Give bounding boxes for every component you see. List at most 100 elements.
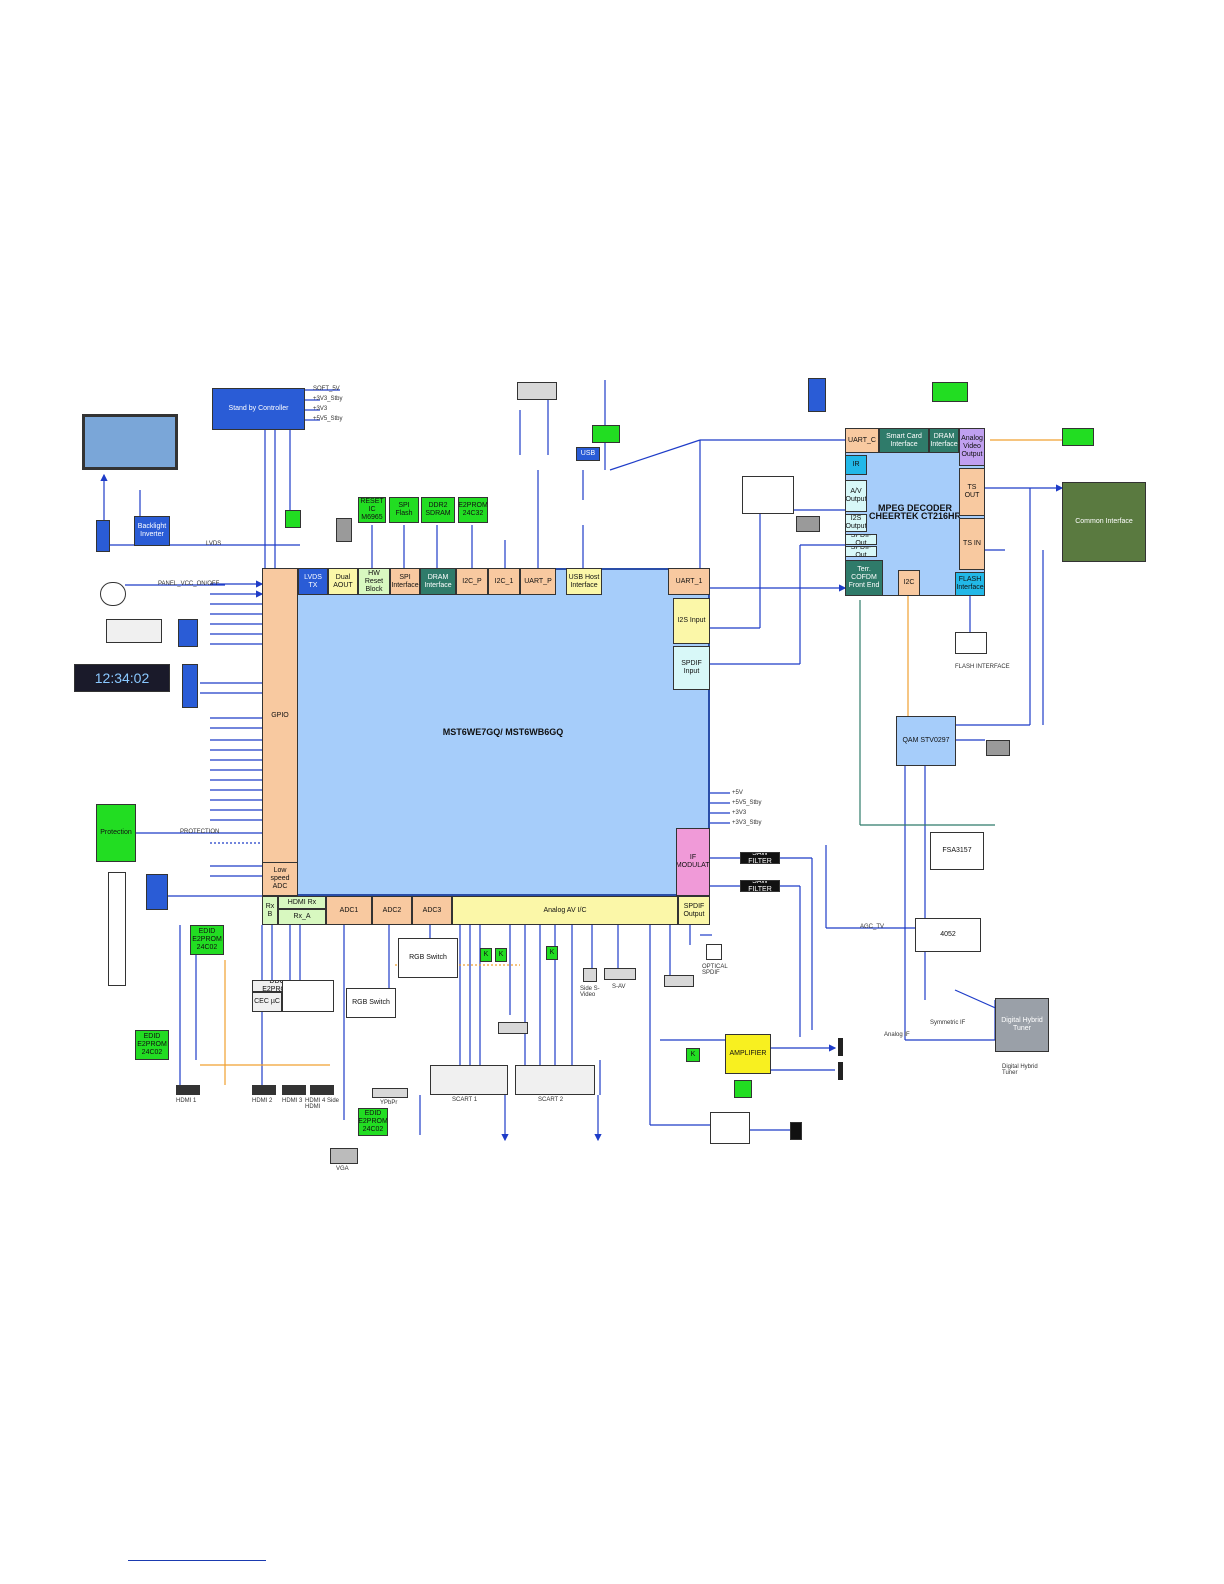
ddr-sdram: DDR2 SDRAM [421, 497, 455, 523]
usb-connector: USB [576, 447, 600, 461]
standby-controller: Stand by Controller [212, 388, 305, 430]
vga-connector[interactable] [330, 1148, 358, 1164]
rca-pair-2[interactable] [498, 1022, 528, 1034]
uart-p: UART_P [520, 568, 556, 595]
usb-stick-block [592, 425, 620, 443]
hdmi1-connector[interactable] [176, 1085, 200, 1095]
mpeg-subtitle: CHEERTEK CT216HR [869, 512, 961, 520]
flash-interface: FLASH Interface [955, 572, 985, 596]
hdmi3-connector[interactable] [282, 1085, 306, 1095]
crystal-3 [986, 740, 1010, 756]
v5-right-3: +3V3 [732, 810, 746, 816]
ts-in: TS IN [959, 518, 985, 570]
protection-label: PROTECTION [180, 829, 219, 835]
rgb-switch-1: RGB Switch [346, 988, 396, 1018]
green-top-right [932, 382, 968, 402]
amp-green [734, 1080, 752, 1098]
saw-filter-1: SAW FILTER [740, 852, 780, 864]
dram-interface: DRAM Interface [420, 568, 456, 595]
spi-interface: SPI Interface [390, 568, 420, 595]
green-ext [1062, 428, 1094, 446]
mpeg-i2s-output: I2S Output [845, 514, 867, 532]
common-interface-block: Common Interface [1062, 482, 1146, 562]
small-green-1 [285, 510, 301, 528]
k-switch-amp: K [686, 1048, 700, 1062]
flash-interface-label: FLASH INTERFACE [955, 664, 1010, 670]
hw-reset: HW Reset Block [358, 568, 390, 595]
clock-driver [182, 664, 198, 708]
edid-e2prom-1: EDID E2PROM 24C02 [190, 925, 224, 955]
mpeg-i2c: I2C [898, 570, 920, 596]
optical-connector[interactable] [706, 944, 722, 960]
stby-33-label: +3V3_Stby [313, 396, 343, 402]
saw-filter-2: SAW FILTER [740, 880, 780, 892]
front-end: Terr. COFDM Front End [845, 560, 883, 596]
hp-jack[interactable] [790, 1122, 802, 1140]
ypbpr-label: YPbPr [380, 1100, 397, 1106]
ir-receiver[interactable] [100, 582, 126, 606]
lvds-label: LVDS [206, 541, 221, 547]
uart-1: UART_1 [668, 568, 710, 595]
v5-right-1: +5V [732, 790, 743, 796]
i2c-p: I2C_P [456, 568, 488, 595]
agc-tv-label: AGC_TV [860, 924, 884, 930]
hdmi2-connector[interactable] [252, 1085, 276, 1095]
rca-pair[interactable] [664, 975, 694, 987]
mpeg-av-out: Analog Video Output [959, 428, 985, 466]
k-switch-3: K [546, 946, 558, 960]
vga-label: VGA [336, 1166, 349, 1172]
mpeg-spdif-out: SPDIF Out [845, 534, 877, 545]
rgb-switch-2: RGB Switch [398, 938, 458, 978]
footer-link-line [128, 1560, 266, 1561]
v5-right-2: +5V5_Stby [732, 800, 762, 806]
crystal-2 [796, 516, 820, 532]
keypad-driver [146, 874, 168, 910]
keypad [108, 872, 126, 986]
adc2: ADC2 [372, 896, 412, 925]
k-switch-1: K [480, 948, 492, 962]
reset-ic: RESET IC M6965 [358, 497, 386, 523]
hdmi1-label: HDMI 1 [176, 1098, 196, 1104]
ypbpr-connector[interactable] [372, 1088, 408, 1098]
panel-vcc-label: PANEL_VCC_ON/OFF [158, 581, 219, 587]
speaker-icon-1 [838, 1038, 850, 1056]
svideo-connector[interactable] [583, 968, 597, 982]
core-chip: MST6WE7GQ/ MST6WB6GQ [296, 568, 710, 896]
hdmi4-connector[interactable] [310, 1085, 334, 1095]
ts-out: TS OUT [959, 468, 985, 516]
gpio-block: GPIO [262, 568, 298, 863]
cec-uc: CEC µC [252, 992, 282, 1012]
hdmi-switch [282, 980, 334, 1012]
protection-block: Protection [96, 804, 136, 862]
e2prom: E2PROM 24C32 [458, 497, 488, 523]
soft-5v-label: SOFT_5V [313, 386, 340, 392]
if-demodulator: IF DEMODULATOR [676, 828, 710, 896]
mpeg-ir: IR [845, 455, 867, 475]
scart2-connector[interactable] [515, 1065, 595, 1095]
tuner: Digital Hybrid Tuner [995, 998, 1049, 1052]
adc3: ADC3 [412, 896, 452, 925]
panel-switch [96, 520, 110, 552]
crystal-1 [336, 518, 352, 542]
adc1: ADC1 [326, 896, 372, 925]
svideo-label: Side S-Video [580, 986, 604, 998]
clock-display: 12:34:02 [74, 664, 170, 692]
v5-right-4: +3V3_Stby [732, 820, 762, 826]
mpeg-uart: UART_C [845, 428, 879, 453]
scart1-connector[interactable] [430, 1065, 508, 1095]
usb-host: USB Host Interface [566, 568, 602, 595]
optical-label: OPTICAL SPDIF [702, 964, 730, 976]
smartcard-interface: Smart Card Interface [879, 428, 929, 453]
scart2-label: SCART 2 [538, 1097, 563, 1103]
spdif-input: SPDIF Input [673, 646, 710, 690]
low-speed-adc: Low speed ADC [262, 862, 298, 896]
qam-block: QAM STV0297 [896, 716, 956, 766]
mpeg-spdif-out2: SPDIF Out [845, 546, 877, 557]
sav-connector[interactable] [604, 968, 636, 980]
led-driver [178, 619, 198, 647]
blue-top-right [808, 378, 826, 412]
panel-display [82, 414, 178, 470]
serial-connector[interactable] [517, 382, 557, 400]
i2c-1: I2C_1 [488, 568, 520, 595]
spi-flash: SPI Flash [389, 497, 419, 523]
